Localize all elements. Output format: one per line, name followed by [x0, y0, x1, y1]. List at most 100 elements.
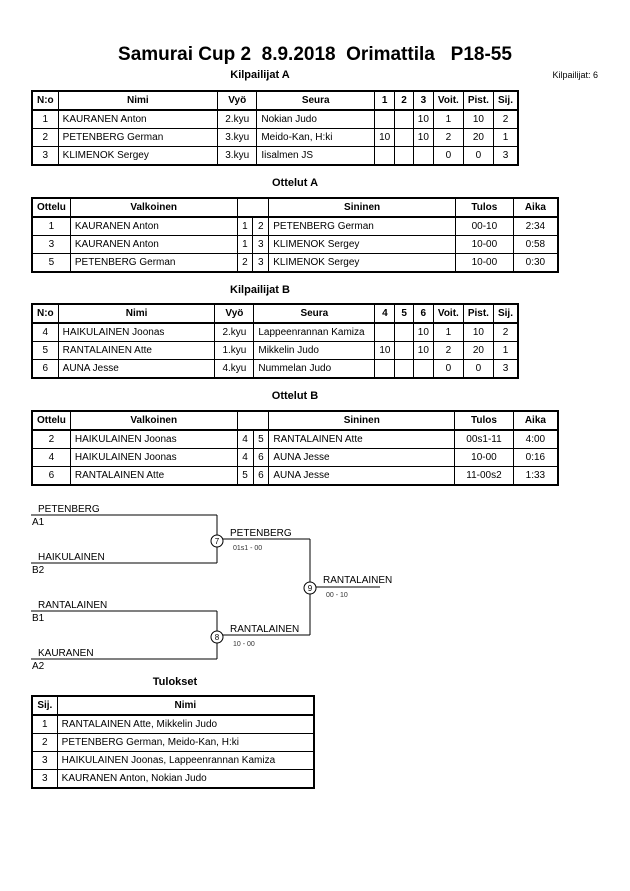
table-cell: 10 — [412, 341, 434, 360]
bracket-name-3: RANTALAINEN — [38, 600, 107, 611]
table-cell: 5 — [31, 341, 59, 360]
table-cell — [374, 109, 396, 129]
table-cell: 6 — [31, 359, 59, 379]
table-cell: HAIKULAINEN Joonas — [69, 429, 238, 449]
table-cell: 2.kyu — [217, 109, 258, 129]
table-cell: 3 — [252, 253, 270, 273]
column-header: Sij. — [492, 90, 519, 111]
column-header: Pist. — [462, 303, 494, 324]
table-cell: 00-10 — [454, 216, 514, 236]
table-cell: 1 — [31, 109, 59, 129]
column-header: Valkoinen — [69, 197, 238, 218]
table-cell: 2.kyu — [214, 322, 255, 342]
results-heading: Tulokset — [152, 676, 198, 688]
table-cell: 3 — [492, 146, 519, 166]
table-cell: 3 — [31, 751, 58, 770]
table-cell: RANTALAINEN Atte — [57, 341, 216, 360]
column-header: Nimi — [57, 90, 219, 111]
column-header — [236, 197, 253, 218]
table-cell: 0 — [462, 359, 494, 379]
table-cell: 0 — [432, 146, 464, 166]
column-header: Valkoinen — [69, 410, 238, 431]
table-cell: 1 — [492, 341, 519, 360]
table-cell: 10 — [412, 128, 434, 147]
table-cell: 2 — [252, 216, 270, 236]
table-cell: 3.kyu — [217, 146, 258, 166]
table-cell: 10 — [412, 109, 434, 129]
column-header: 5 — [394, 303, 414, 324]
table-cell: 1.kyu — [214, 341, 255, 360]
table-cell — [394, 322, 414, 342]
column-header: 2 — [394, 90, 414, 111]
table-cell: 2 — [31, 429, 71, 449]
table-cell: 00s1-11 — [454, 429, 514, 449]
table-cell: 2 — [492, 109, 519, 129]
table-cell: 1 — [236, 235, 254, 254]
table-cell: 1 — [492, 128, 519, 147]
table-cell: 3 — [31, 235, 71, 254]
table-cell — [374, 322, 396, 342]
bracket-match-8: 8 — [215, 633, 220, 642]
bracket-m9-winner: RANTALAINEN — [323, 575, 392, 586]
column-header: Nimi — [57, 303, 216, 324]
table-cell: 10 — [412, 322, 434, 342]
table-cell: 0 — [432, 359, 464, 379]
table-cell: Nummelan Judo — [253, 359, 376, 379]
column-header: Pist. — [462, 90, 494, 111]
table-cell: KLIMENOK Sergey — [57, 146, 219, 166]
table-cell: RANTALAINEN Atte, Mikkelin Judo — [56, 714, 315, 734]
table-cell: 4 — [31, 448, 71, 467]
table-cell — [412, 146, 434, 166]
table-cell: KAURANEN Anton — [69, 216, 238, 236]
table-cell: PETENBERG German, Meido-Kan, H:ki — [56, 733, 315, 752]
table-cell: 11-00s2 — [454, 466, 514, 486]
table-cell: 2 — [492, 322, 519, 342]
competitor-count: Kilpailijat: 6 — [552, 70, 598, 80]
table-cell: 1:33 — [512, 466, 559, 486]
pool-b-heading: Kilpailijat B — [230, 284, 290, 296]
table-cell: 4.kyu — [214, 359, 255, 379]
bracket-seed-1: A1 — [32, 517, 45, 528]
table-cell: HAIKULAINEN Joonas — [57, 322, 216, 342]
table-cell: HAIKULAINEN Joonas — [69, 448, 238, 467]
table-cell: KAURANEN Anton — [69, 235, 238, 254]
table-cell: 4 — [31, 322, 59, 342]
bracket-seed-2: B2 — [32, 565, 45, 576]
table-cell: RANTALAINEN Atte — [69, 466, 238, 486]
table-cell: 0:16 — [512, 448, 559, 467]
table-cell: 10 — [462, 322, 494, 342]
bracket-m7-winner: PETENBERG — [230, 528, 292, 539]
column-header: Tulos — [454, 197, 514, 218]
bracket-seed-4: A2 — [32, 661, 45, 672]
table-cell: 2 — [432, 341, 464, 360]
bracket-name-4: KAURANEN — [38, 648, 94, 659]
table-cell: 5 — [252, 429, 270, 449]
table-cell — [374, 146, 396, 166]
column-header: 6 — [412, 303, 434, 324]
table-cell: Nokian Judo — [256, 109, 376, 129]
table-cell: 5 — [31, 253, 71, 273]
table-cell: 1 — [432, 109, 464, 129]
table-cell: 4 — [236, 448, 254, 467]
table-cell — [394, 109, 414, 129]
table-cell: AUNA Jesse — [268, 466, 456, 486]
table-cell: Mikkelin Judo — [253, 341, 376, 360]
matches-b-heading: Ottelut B — [271, 390, 319, 402]
column-header: 4 — [374, 303, 396, 324]
elimination-bracket: PETENBERG A1 HAIKULAINEN B2 RANTALAINEN … — [31, 504, 392, 672]
table-cell: RANTALAINEN Atte — [268, 429, 456, 449]
bracket-match-7: 7 — [215, 537, 220, 546]
table-cell: KLIMENOK Sergey — [268, 235, 456, 254]
table-cell: 4:00 — [512, 429, 559, 449]
bracket-m8-winner: RANTALAINEN — [230, 624, 299, 635]
table-cell — [374, 359, 396, 379]
